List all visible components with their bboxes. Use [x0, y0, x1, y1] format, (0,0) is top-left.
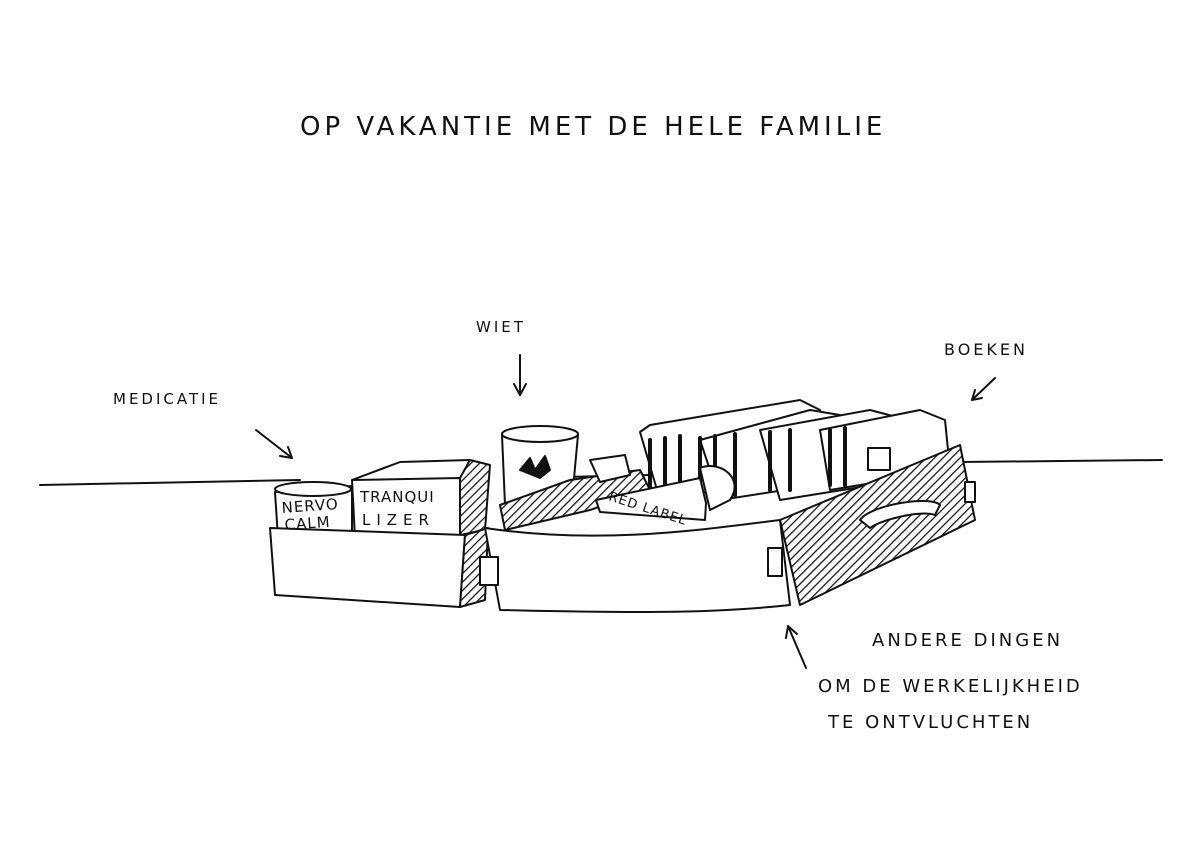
drawing-title: OP VAKANTIE MET DE HELE FAMILIE	[300, 112, 887, 142]
label-wiet: WIET	[476, 318, 526, 336]
arrow-wiet	[513, 354, 527, 396]
label-andere-line1: ANDERE DINGEN	[872, 630, 1064, 651]
nervo-calm-label-2: CALM	[284, 513, 331, 534]
label-andere-line2: OM DE WERKELIJKHEID	[818, 676, 1083, 697]
label-boeken: BOEKEN	[944, 340, 1028, 359]
medication-bag	[269, 527, 466, 608]
suitcase-lid	[779, 444, 976, 606]
label-medicatie: MEDICATIE	[113, 390, 222, 408]
red-label-bottle	[595, 477, 707, 521]
label-andere-line3: TE ONTVLUCHTEN	[828, 712, 1034, 733]
suitcase-handle	[859, 499, 941, 529]
arrow-medicatie	[255, 429, 293, 459]
nervo-calm-label-1: NERVO	[281, 495, 339, 517]
arrow-andere	[785, 625, 807, 669]
books	[639, 399, 951, 501]
tranquilizer-box	[351, 459, 491, 539]
suitcase-base	[484, 519, 791, 614]
tranquilizer-label-2: LIZER	[362, 511, 435, 529]
nervo-calm-can	[274, 481, 353, 539]
arrow-boeken	[971, 377, 996, 401]
tranquilizer-label-1: TRANQUI	[359, 488, 435, 506]
